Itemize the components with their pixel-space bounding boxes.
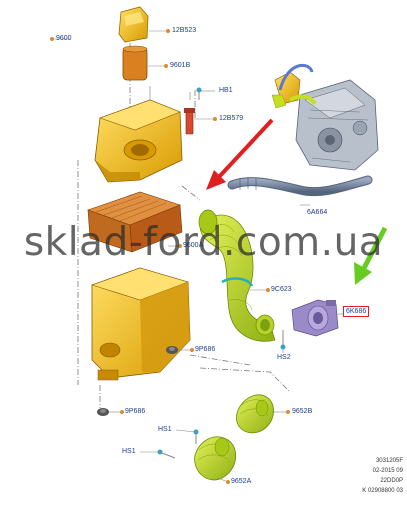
label-9600a: 9600A: [183, 242, 204, 249]
label-markers: [50, 29, 290, 484]
part-12b523-cap: [118, 6, 149, 43]
label-9p686-lower: 9P686: [125, 408, 146, 415]
watermark-text: sklad-ford.com.ua: [23, 220, 384, 265]
ref-code-2: 02-2015 09: [372, 468, 403, 474]
airbox-lid: [94, 86, 183, 183]
part-12b579-sensor: [184, 92, 195, 135]
label-9652a: 9652A: [231, 478, 252, 485]
label-9652b: 9652B: [292, 408, 313, 415]
label-6k686-highlighted: 6K686: [343, 306, 370, 317]
label-9600: 9600: [56, 35, 72, 42]
part-9c623-intake-hose: [198, 209, 276, 342]
grommet-9p686-upper: [166, 346, 178, 354]
red-arrow-icon: [206, 118, 274, 190]
label-9601b: 9601B: [170, 62, 191, 69]
ref-code-1: 3031205F: [375, 458, 403, 464]
part-6a664-tube: [227, 175, 373, 197]
screw-hs2: [280, 330, 286, 350]
grommet-9p686-lower: [97, 408, 109, 416]
label-12b523: 12B523: [172, 27, 197, 34]
ref-code-4: K 02908800 03: [362, 488, 403, 494]
part-9652a-hose: [194, 436, 236, 481]
ref-code-3: 22DD0P: [380, 478, 403, 484]
green-arrow-icon: [354, 226, 388, 285]
label-hs1-lower: HS1: [122, 448, 136, 455]
label-hs2: HS2: [277, 354, 291, 361]
label-9p686-upper: 9P686: [195, 346, 216, 353]
screw-hs1-lower: [157, 449, 176, 459]
screw-hb1: [196, 87, 202, 100]
part-9652b-hose: [236, 394, 274, 434]
label-9c623: 9C623: [271, 286, 292, 293]
engine-illustration: [271, 63, 379, 171]
part-6k686-adapter: [291, 299, 339, 337]
part-9601b-resonator: [122, 45, 148, 81]
air-filter-element: [87, 191, 183, 253]
airbox-lower: [91, 267, 191, 381]
label-hb1: HB1: [219, 87, 233, 94]
label-6a664: 6A664: [307, 209, 328, 216]
label-12b579: 12B579: [219, 115, 244, 122]
label-hs1-upper: HS1: [158, 426, 172, 433]
